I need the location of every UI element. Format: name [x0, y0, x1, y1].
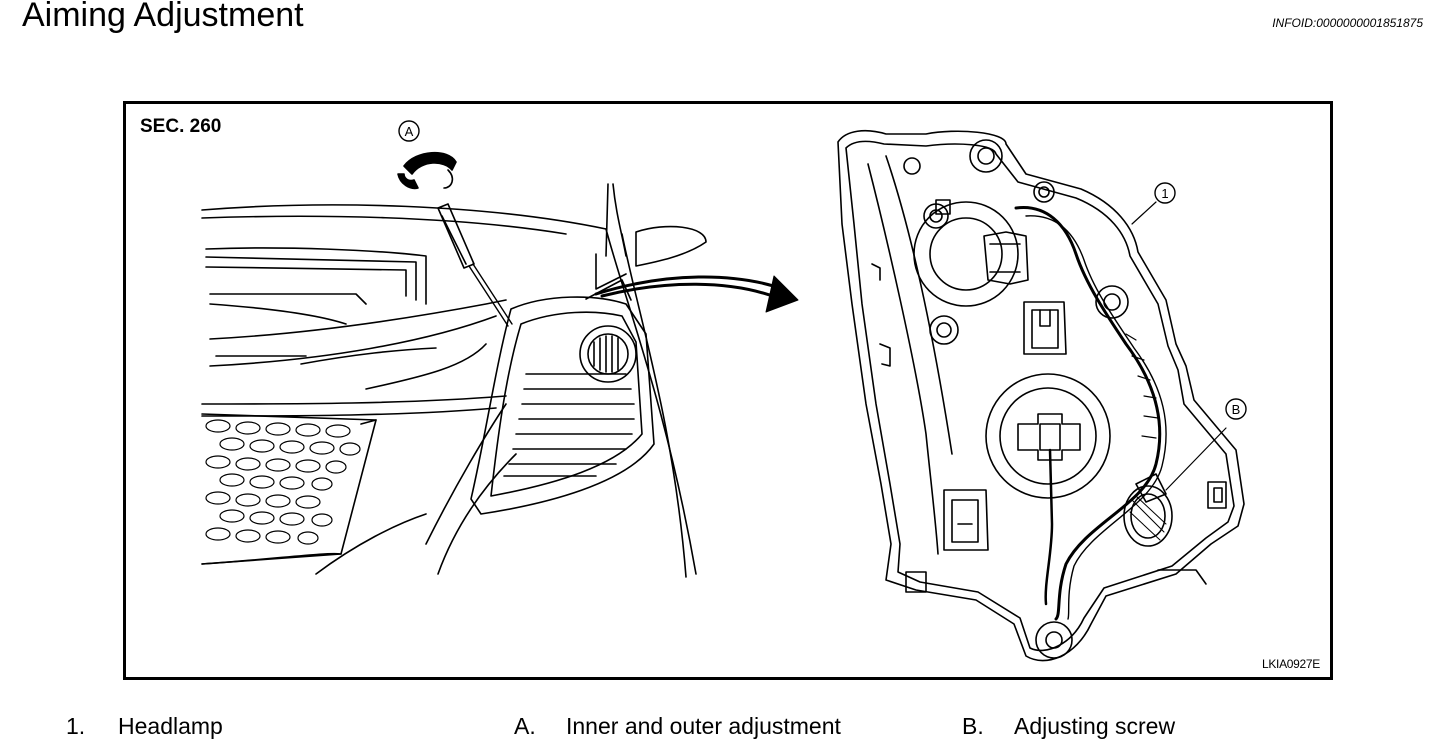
legend-text: Inner and outer adjustment	[566, 713, 841, 739]
svg-text:1: 1	[1161, 186, 1168, 201]
callout-1: 1	[1131, 182, 1176, 225]
callout-a: A	[398, 120, 420, 142]
figure-code: LKIA0927E	[1261, 657, 1320, 671]
vehicle-front-drawing	[201, 151, 799, 578]
callout-b: B	[1165, 398, 1247, 491]
figure-frame: A 1 B SEC. 260 LKIA0927E	[123, 101, 1333, 680]
legend-key: B.	[962, 713, 984, 739]
info-id: INFOID:0000000001851875	[1272, 16, 1423, 30]
headlamp-illustration: A 1 B	[201, 120, 1247, 662]
headlamp-rear-view	[837, 129, 1245, 662]
section-label: SEC. 260	[140, 116, 222, 137]
legend-key: A.	[514, 713, 536, 739]
page-title: Aiming Adjustment	[22, 0, 304, 34]
legend-key: 1.	[66, 713, 86, 739]
svg-text:B: B	[1232, 402, 1241, 417]
legend-text: Headlamp	[118, 713, 223, 739]
svg-text:A: A	[405, 124, 414, 139]
rotation-arrow-icon	[397, 151, 457, 190]
screwdriver-handle	[437, 203, 475, 269]
legend-text: Adjusting screw	[1014, 713, 1176, 739]
adjusting-screw	[1123, 473, 1173, 547]
